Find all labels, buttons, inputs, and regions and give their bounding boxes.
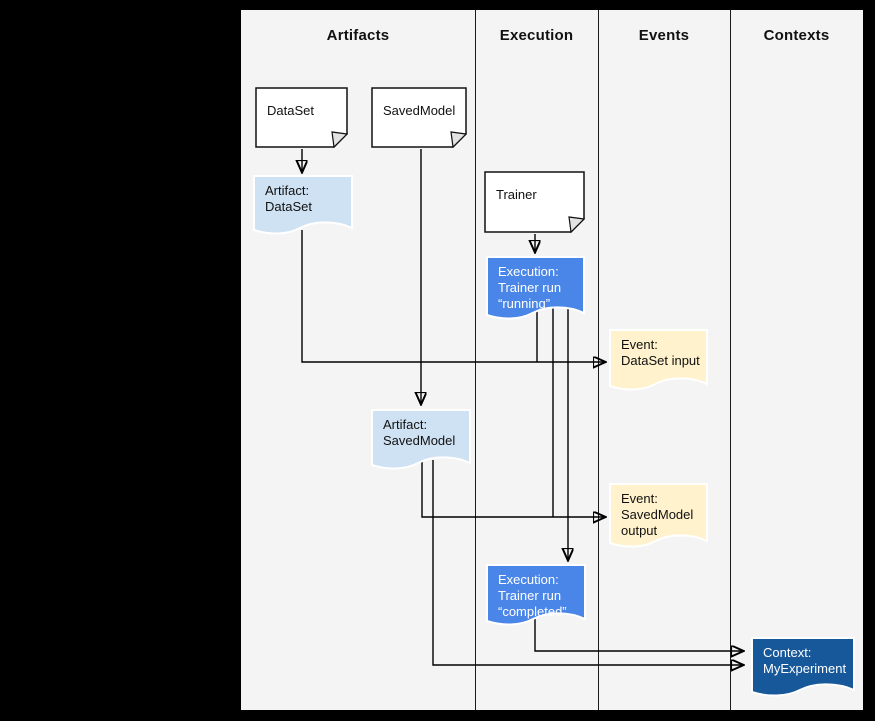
node-artifact-savedmodel: Artifact: SavedModel (371, 409, 471, 472)
node-label: Artifact: (383, 417, 428, 432)
node-label: Context: (763, 645, 812, 660)
node-label: Event: (621, 337, 658, 352)
node-label: Execution: (498, 572, 559, 587)
node-label: DataSet (267, 102, 314, 118)
column-header-execution: Execution (499, 27, 574, 44)
connector-artifact-savedmodel-to-event-output (421, 460, 605, 517)
node-event-savedmodel-output: Event: SavedModel output (609, 483, 708, 550)
node-label: Trainer (496, 187, 537, 202)
node-label: “running” (498, 296, 551, 311)
wave-shape (253, 175, 353, 235)
node-context-myexperiment: Context: MyExperiment (751, 637, 855, 699)
node-trainer: Trainer (484, 171, 585, 233)
node-execution-running: Execution: Trainer run “running” (486, 256, 585, 322)
column-divider (475, 10, 476, 710)
document-shape (371, 87, 467, 148)
wave-shape (371, 409, 471, 470)
column-header-artifacts: Artifacts (326, 27, 390, 44)
connector-artifact-dataset-to-event-input (301, 230, 605, 362)
node-label: Artifact: (265, 183, 310, 198)
node-execution-completed: Execution: Trainer run “completed” (486, 564, 586, 628)
column-header-events: Events (638, 27, 690, 44)
node-savedmodel: SavedModel (371, 87, 467, 148)
wave-shape (486, 564, 586, 626)
node-label: SavedModel (383, 433, 456, 448)
node-label: Trainer run (498, 588, 562, 603)
node-label: Trainer run (498, 280, 562, 295)
node-label: Execution: (498, 264, 559, 279)
node-artifact-dataset: Artifact: DataSet (253, 175, 353, 237)
node-label: DataSet input (621, 353, 700, 368)
wave-shape (609, 483, 708, 548)
diagram-canvas: Artifacts Execution Events Contexts (241, 10, 863, 710)
node-label: SavedModel (383, 102, 456, 118)
node-label: SavedModel (621, 507, 694, 522)
node-label: DataSet (265, 199, 312, 214)
column-header-contexts: Contexts (763, 27, 830, 44)
connector-execution-completed-to-context (534, 616, 743, 651)
node-event-dataset-input: Event: DataSet input (609, 329, 708, 393)
node-label: “completed” (498, 604, 567, 619)
node-label: Event: (621, 491, 658, 506)
node-label: output (621, 523, 658, 538)
document-shape (255, 87, 348, 148)
column-divider (730, 10, 731, 710)
wave-shape (486, 256, 585, 320)
wave-shape (609, 329, 708, 391)
wave-shape (751, 637, 855, 697)
node-dataset: DataSet (255, 87, 348, 148)
connector-artifact-savedmodel-to-context (432, 460, 743, 665)
document-shape (484, 171, 585, 233)
node-label: MyExperiment (763, 661, 847, 676)
connector-layer (241, 149, 863, 710)
